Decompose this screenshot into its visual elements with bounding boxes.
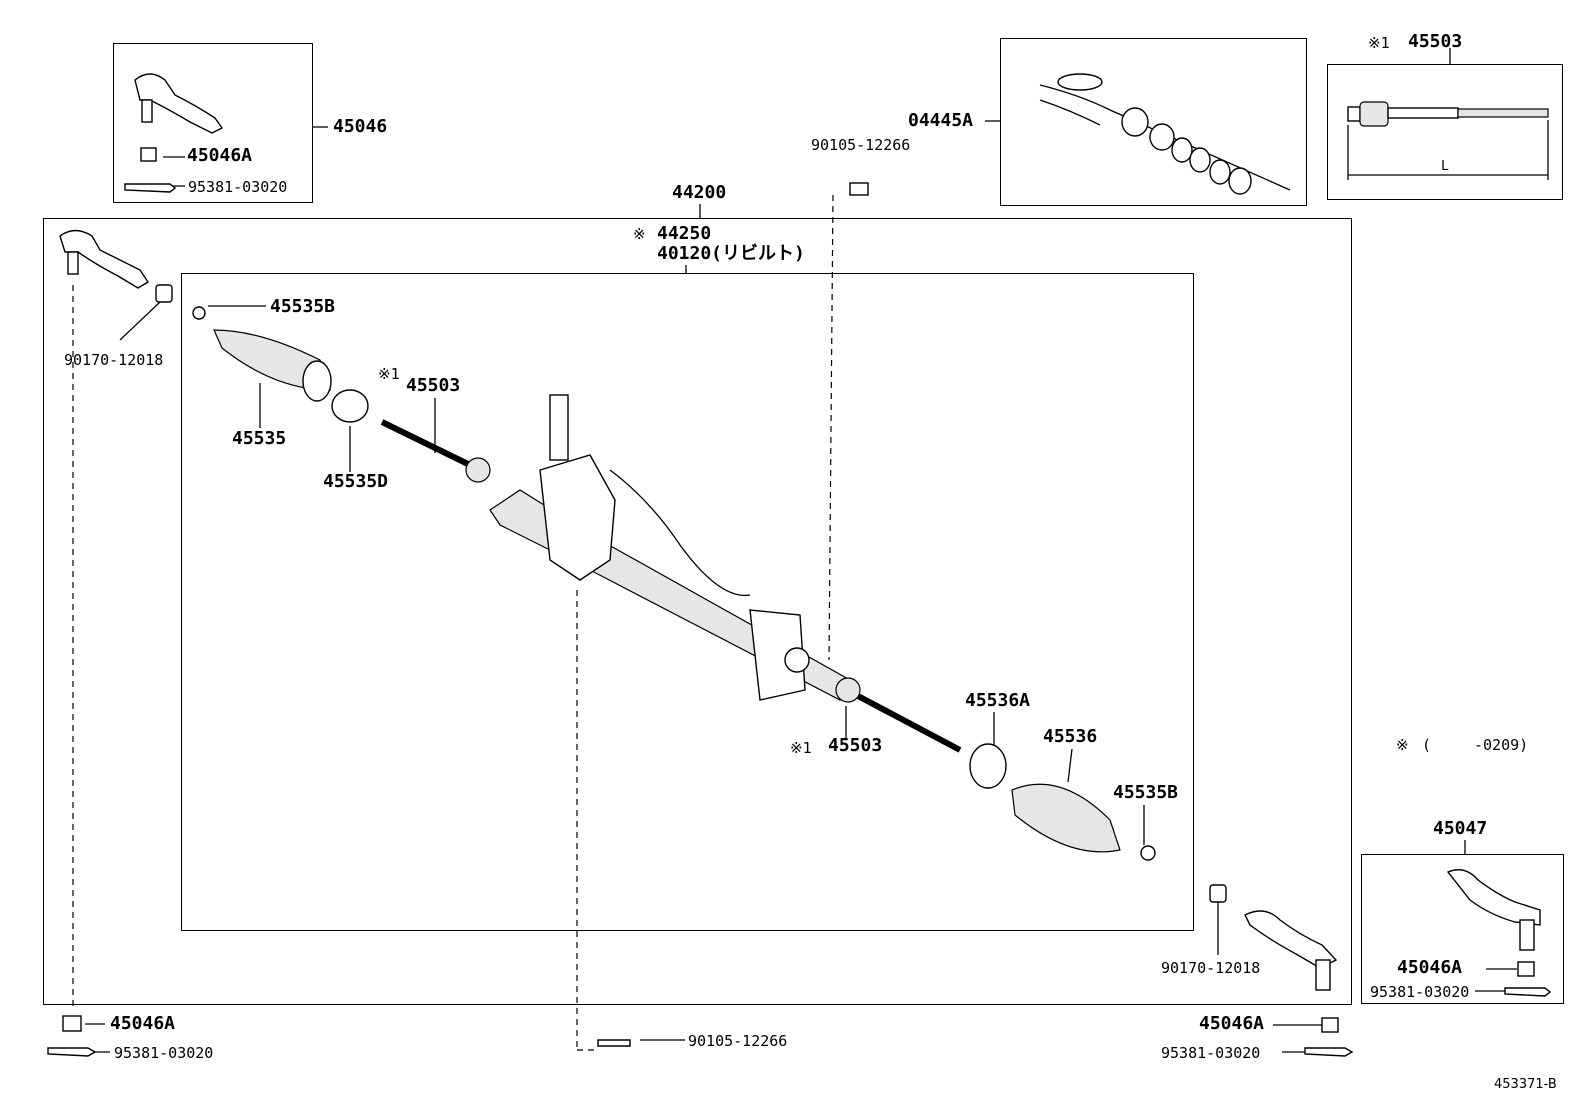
inner-tie-rod-icon — [1347, 101, 1549, 180]
label-90105-top: 90105-12266 — [811, 136, 911, 154]
inset-box-45047 — [1361, 854, 1564, 1004]
label-44250: 44250 — [657, 223, 712, 244]
cotter-pin-bottom-right-icon — [1304, 1047, 1354, 1057]
nut-bottom-right-icon — [1321, 1017, 1339, 1033]
nut-right-icon — [1209, 884, 1227, 903]
label-45536A: 45536A — [965, 690, 1031, 711]
tie-rod-end-icon — [134, 73, 224, 134]
rack-housing-icon — [489, 394, 851, 701]
label-90170-right: 90170-12018 — [1161, 959, 1261, 977]
inner-rod-right-icon — [835, 677, 962, 753]
label-45046: 45046 — [333, 116, 388, 137]
label-length-L: L — [1441, 159, 1449, 174]
label-45535B-left: 45535B — [270, 296, 336, 317]
inset-box-45503 — [1327, 64, 1563, 200]
clamp-left-icon — [192, 306, 206, 320]
note-paren: ( — [1422, 736, 1432, 754]
label-95381-inset-right: 95381-03020 — [1370, 983, 1470, 1001]
label-45503-right-mark: ※1 — [790, 739, 812, 757]
cotter-pin-icon — [124, 183, 177, 193]
label-45503-left: 45503 — [406, 375, 461, 396]
cotter-pin-45047-icon — [1504, 987, 1552, 997]
outer-assembly-box — [43, 218, 1352, 1005]
label-44250-mark: ※ — [633, 225, 646, 243]
tie-rod-end-45047-icon — [1446, 869, 1541, 951]
label-45503-left-mark: ※1 — [378, 365, 400, 383]
boot-left-icon — [213, 329, 332, 402]
nut-left-icon — [155, 284, 173, 303]
clamp-ring-left-icon — [331, 389, 369, 423]
label-45046A-inset-right: 45046A — [1397, 957, 1463, 978]
inset-box-04445A — [1000, 38, 1307, 206]
clamp-right-icon — [1140, 845, 1156, 861]
cotter-pin-bottom-left-icon — [47, 1047, 97, 1057]
inner-rod-left-icon — [380, 419, 491, 483]
seal-kit-icon — [1039, 73, 1291, 195]
note-mark: ※ — [1396, 736, 1409, 754]
label-45046A-bottom-right: 45046A — [1199, 1013, 1265, 1034]
label-45503-right: 45503 — [828, 735, 883, 756]
label-95381-bottom-left: 95381-03020 — [114, 1044, 214, 1062]
bolt-top-icon — [849, 182, 869, 196]
diagram-reference-code: 453371-B — [1494, 1077, 1557, 1092]
nut-45047-icon — [1517, 961, 1535, 977]
nut-icon — [140, 147, 157, 162]
tie-rod-end-left-icon — [59, 229, 149, 289]
boot-right-icon — [1011, 783, 1121, 853]
label-95381-bottom-right: 95381-03020 — [1161, 1044, 1261, 1062]
inset-box-45046 — [113, 43, 313, 203]
bolt-bottom-icon — [597, 1039, 631, 1047]
label-45535D: 45535D — [323, 471, 389, 492]
label-40120: 40120(リビルト) — [657, 243, 805, 264]
label-45535B-right: 45535B — [1113, 782, 1179, 803]
label-45046A-inset: 45046A — [187, 145, 253, 166]
nut-bottom-left-icon — [62, 1015, 82, 1032]
label-90105-bottom: 90105-12266 — [688, 1032, 788, 1050]
guide-dash-center — [828, 194, 834, 661]
label-90170-left: 90170-12018 — [64, 351, 164, 369]
label-45503-inset: 45503 — [1408, 31, 1463, 52]
label-95381-inset: 95381-03020 — [188, 178, 288, 196]
label-45047: 45047 — [1433, 818, 1488, 839]
label-04445A: 04445A — [908, 110, 974, 131]
label-44200: 44200 — [672, 182, 727, 203]
inner-rack-box — [181, 273, 1194, 931]
tie-rod-end-right-icon — [1244, 910, 1338, 991]
clamp-ring-right-icon — [969, 743, 1007, 789]
label-45046A-bottom-left: 45046A — [110, 1013, 176, 1034]
note-date: -0209) — [1474, 736, 1529, 754]
label-45503-inset-mark: ※1 — [1368, 34, 1390, 52]
label-45535: 45535 — [232, 428, 287, 449]
label-45536: 45536 — [1043, 726, 1098, 747]
